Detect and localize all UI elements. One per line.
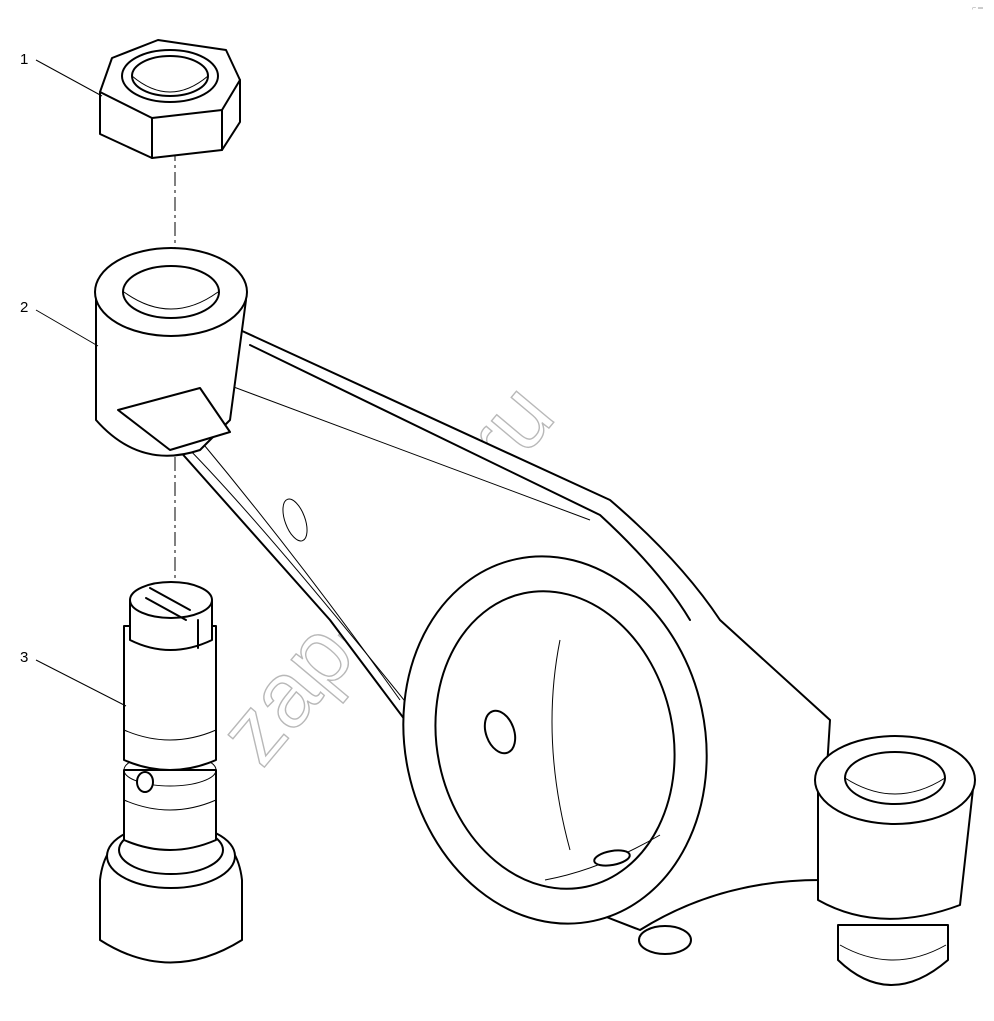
rocker-arm-part (94, 247, 976, 986)
callout-1: 1 (20, 51, 103, 97)
corner-mark: ⌐ ═ (972, 5, 983, 12)
adjusting-screw-part (99, 581, 243, 964)
callout-leader-2 (35, 309, 99, 347)
callout-leader-1 (35, 59, 103, 97)
nut-part (99, 39, 241, 159)
callout-label-2: 2 (20, 299, 28, 316)
callout-label-3: 3 (20, 649, 28, 666)
callout-3: 3 (20, 649, 127, 707)
callout-2: 2 (20, 299, 99, 347)
callout-leader-3 (35, 659, 127, 707)
callout-label-1: 1 (20, 51, 28, 68)
